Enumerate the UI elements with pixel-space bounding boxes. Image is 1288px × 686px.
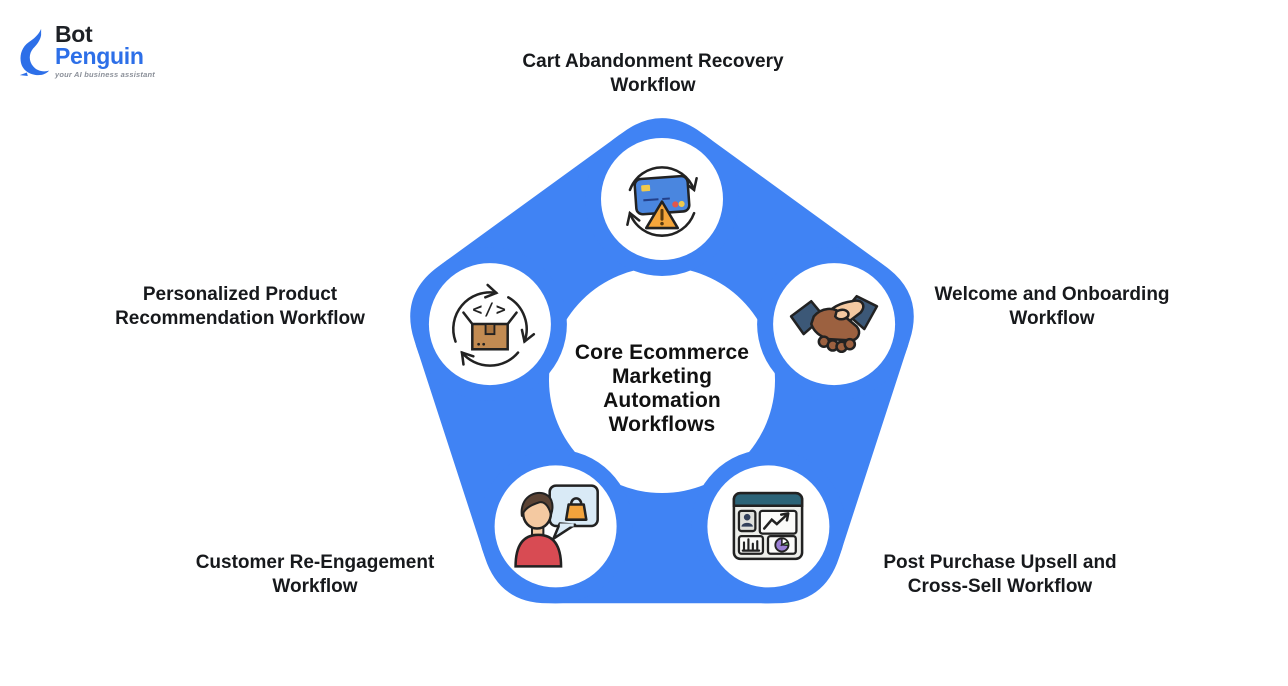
label-line: Workflow <box>272 576 358 597</box>
label-line: Workflow <box>610 75 696 96</box>
label-line: Cart Abandonment Recovery <box>522 51 784 72</box>
logo-text: Bot Penguin your AI business assistant <box>55 21 155 80</box>
logo-text-bot: Bot <box>55 21 93 47</box>
logo-tagline: your AI business assistant <box>55 70 155 79</box>
center-title-line: Workflows <box>608 413 716 436</box>
penguin-logo-icon <box>19 28 50 76</box>
center-title-line: Automation <box>603 389 721 412</box>
credit-card-warning-refresh-icon <box>626 166 698 237</box>
center-title-line: Marketing <box>611 365 713 388</box>
label-line: Post Purchase Upsell and <box>883 552 1117 573</box>
center-circle <box>549 267 775 493</box>
label-line: Workflow <box>1009 308 1095 329</box>
botpenguin-logo: Bot Penguin your AI business assistant <box>18 21 155 80</box>
label-line: Welcome and Onboarding <box>934 284 1170 305</box>
customer-speech-bag-icon <box>514 484 599 568</box>
code-glyph: </> <box>472 300 507 319</box>
logo-text-penguin: Penguin <box>55 43 144 69</box>
label-line: Recommendation Workflow <box>115 308 365 329</box>
label-welcome-onboarding-workflow: Welcome and Onboarding Workflow <box>882 283 1222 331</box>
handshake-icon <box>789 294 879 354</box>
center-title-line: Core Ecommerce <box>574 341 750 364</box>
label-cart-abandonment-recovery-workflow: Cart Abandonment Recovery Workflow <box>453 50 853 98</box>
label-personalized-recommendation-workflow: Personalized Product Recommendation Work… <box>80 283 400 331</box>
label-customer-reengagement-workflow: Customer Re-Engagement Workflow <box>145 551 485 599</box>
label-line: Personalized Product <box>142 284 338 305</box>
label-line: Customer Re-Engagement <box>195 552 435 573</box>
label-post-purchase-upsell-workflow: Post Purchase Upsell and Cross-Sell Work… <box>830 551 1170 599</box>
label-line: Cross-Sell Workflow <box>907 576 1093 597</box>
center-title: Core Ecommerce Marketing Automation Work… <box>532 341 792 437</box>
package-code-refresh-icon: </> <box>452 283 536 367</box>
analytics-dashboard-icon <box>732 491 804 561</box>
